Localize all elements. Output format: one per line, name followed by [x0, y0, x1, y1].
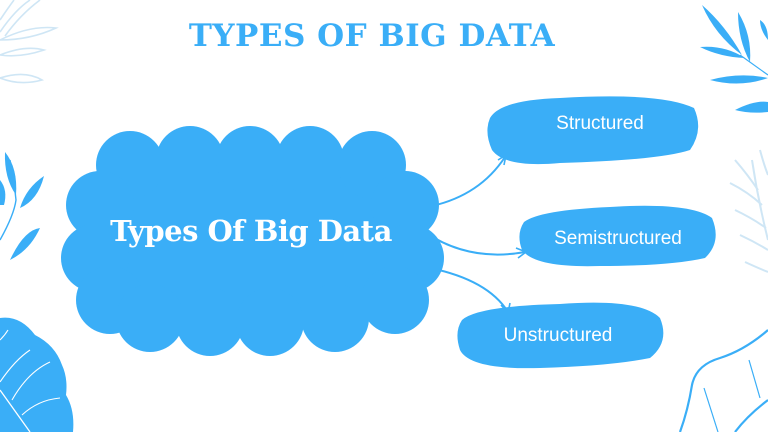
structured-node-shape — [487, 96, 699, 165]
branch-label-unstructured: Unstructured — [503, 325, 613, 346]
connectors — [425, 153, 528, 315]
leaf-bottom-left-icon — [0, 317, 74, 432]
central-cloud-shape — [61, 126, 444, 356]
page-title: TYPES OF BIG DATA — [188, 18, 556, 54]
fern-right-outline-icon — [729, 149, 768, 273]
unstructured-node-shape — [457, 302, 664, 369]
leaf-branch-left-icon — [0, 152, 44, 260]
arrow-to-structured — [431, 156, 506, 207]
semistructured-node-shape — [519, 205, 716, 267]
branch-label-structured: Structured — [556, 113, 644, 134]
leaf-top-left-outline-icon — [0, 0, 59, 84]
arrow-to-unstructured — [429, 267, 509, 313]
branch-label-semistructured: Semistructured — [554, 228, 682, 249]
central-node-label: Types Of Big Data — [110, 214, 392, 248]
leaf-branch-top-right-icon — [700, 5, 768, 113]
leaf-bottom-right-outline-icon — [678, 329, 768, 432]
